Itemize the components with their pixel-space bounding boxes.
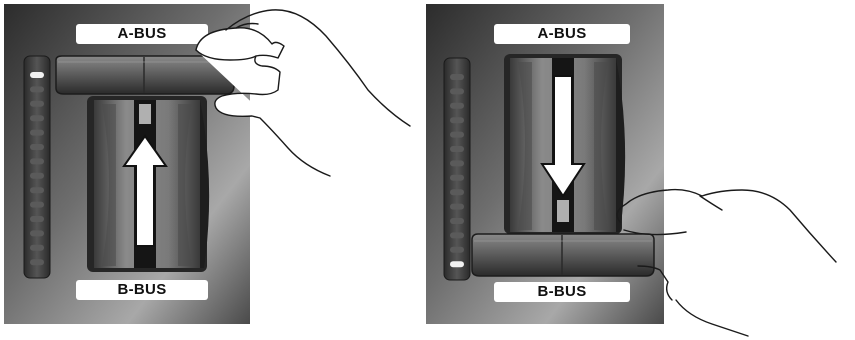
fader-panel-right-graphic [426,4,664,324]
fader-panel-left-graphic [4,4,250,324]
led-off [30,259,44,266]
led-off [30,144,44,150]
led-lit [30,72,44,78]
led-lit [450,261,464,268]
fader-lever[interactable] [471,233,655,277]
track-indicator [557,200,569,222]
led-off [30,230,44,237]
fader-panel-right: A-BUS B-BUS [426,4,664,324]
led-indicators [450,74,464,268]
led-off [450,232,464,239]
led-off [450,246,464,253]
led-strip [443,57,471,281]
led-off [450,189,464,196]
led-off [450,174,464,181]
b-bus-label: B-BUS [76,280,208,300]
led-indicators [30,72,44,266]
led-off [30,86,44,93]
arrow-down-icon [540,75,586,198]
led-off [450,203,464,210]
led-off [450,102,464,109]
led-off [450,146,464,152]
led-off [30,244,44,251]
a-bus-label: A-BUS [76,24,208,44]
a-bus-label: A-BUS [494,24,630,44]
led-off [450,74,464,80]
fader-panel-left: A-BUS B-BUS [4,4,250,324]
led-off [30,201,44,208]
fader-lever[interactable] [55,55,235,95]
led-off [30,158,44,165]
led-off [30,216,44,222]
led-off [30,129,44,136]
arrow-up-icon [122,134,168,247]
led-off [30,172,44,179]
led-off [30,115,44,122]
led-off [450,218,464,224]
led-off [30,100,44,107]
b-bus-label: B-BUS [494,282,630,302]
led-strip [23,55,51,279]
led-off [450,160,464,167]
led-off [450,88,464,95]
led-off [450,131,464,138]
track-indicator [139,104,151,124]
led-off [450,117,464,124]
led-off [30,187,44,194]
